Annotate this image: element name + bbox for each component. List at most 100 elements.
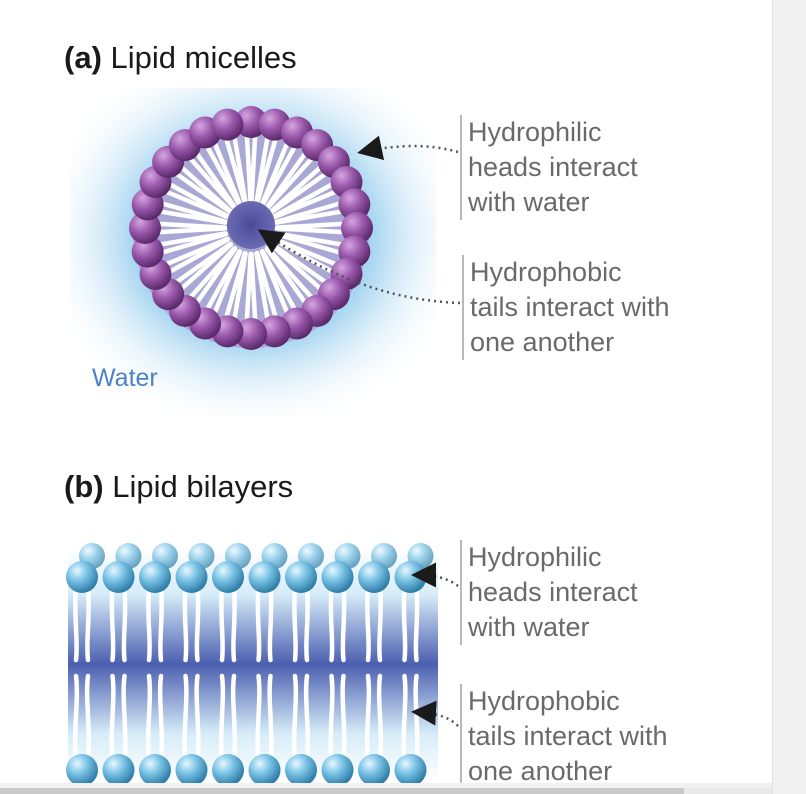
- bilayer-tail-upper: [267, 582, 274, 663]
- bilayer-head-top: [139, 561, 171, 593]
- bilayer-head-top: [358, 561, 390, 593]
- micelle-tail: [265, 156, 314, 211]
- micelle-tail: [179, 165, 234, 214]
- bilayer-tail-upper: [182, 582, 189, 663]
- micelle-tail: [272, 189, 338, 220]
- bilayer-tail-upper: [377, 582, 383, 663]
- bilayer-tail-lower: [401, 673, 408, 768]
- bilayer-head-bottom: [285, 754, 317, 786]
- micelle-tail: [205, 249, 242, 312]
- bilayer-heads-bottom: [66, 754, 427, 786]
- panel-b-title-text: Lipid bilayers: [112, 469, 294, 504]
- callout-line: one another: [470, 327, 615, 357]
- bilayer-tail-upper: [158, 582, 164, 663]
- callout-line: heads interact: [468, 152, 638, 182]
- bilayer-tail-lower: [194, 673, 201, 768]
- bilayer-tail-lower: [84, 673, 92, 768]
- bilayer-tail-upper: [219, 582, 225, 663]
- micelle-tail: [254, 251, 270, 321]
- callout-line: with water: [468, 187, 590, 217]
- bilayer-tail-upper: [413, 582, 420, 663]
- micelle-tail: [158, 231, 228, 247]
- bilayer-tail-upper: [109, 582, 116, 663]
- bilayer-tail-upper: [146, 582, 152, 663]
- callout-line: Hydrophobic: [470, 257, 622, 287]
- micelle-heads: [129, 106, 373, 350]
- bilayer-head-top: [321, 561, 354, 593]
- micelle-head: [258, 315, 291, 348]
- bilayer-tail-upper: [292, 582, 298, 663]
- bilayer-tail-lower: [328, 673, 335, 768]
- bilayer-tail-lower: [157, 673, 165, 768]
- bilayer-tail-lower: [376, 673, 384, 768]
- bilayer-tail-upper: [121, 582, 128, 663]
- bilayer-head-bottom: [102, 754, 135, 786]
- micelle-tail: [174, 241, 233, 285]
- callout-heads-a: Hydrophilic heads interact with water: [460, 115, 638, 220]
- bilayer-head-top: [175, 561, 208, 593]
- micelle-tail: [264, 246, 308, 305]
- callout-line: tails interact with: [468, 721, 668, 751]
- water-label: Water: [92, 364, 158, 392]
- panel-b-title: (b) Lipid bilayers: [64, 469, 293, 505]
- bilayer-head-bottom: [321, 754, 354, 786]
- micelle-tails: [156, 133, 346, 323]
- bilayer-tail-upper: [73, 582, 79, 663]
- micelle-tail: [164, 236, 230, 267]
- horizontal-scrollbar-thumb[interactable]: [0, 788, 684, 794]
- panel-a-title-text: Lipid micelles: [110, 40, 297, 75]
- bilayer-tail-upper: [328, 582, 335, 663]
- micelle-head: [235, 106, 267, 138]
- micelle-tail: [244, 251, 253, 323]
- micelle-tail: [188, 245, 237, 300]
- micelle-tail: [274, 209, 344, 225]
- micelle-tail: [224, 251, 248, 319]
- bilayer-tail-upper: [255, 582, 262, 663]
- micelle-tail: [259, 249, 290, 315]
- micelle-tail: [254, 137, 278, 205]
- callout-line: Hydrophilic: [468, 117, 602, 147]
- micelle-tail: [269, 171, 328, 215]
- bilayer-head-bottom: [139, 754, 171, 786]
- callout-line: Hydrophilic: [468, 542, 602, 572]
- bilayer-head-top: [394, 561, 427, 593]
- micelle-tail: [249, 133, 258, 205]
- micelle-tail: [232, 135, 248, 205]
- bilayer-head-bottom: [212, 754, 244, 786]
- micelle-head: [131, 235, 164, 268]
- bilayer-tail-lower: [182, 673, 189, 768]
- bilayer-tail-lower: [267, 673, 274, 768]
- micelle-tail: [156, 221, 228, 230]
- bilayer-tail-lower: [230, 673, 238, 768]
- callout-line: Hydrophobic: [468, 686, 620, 716]
- micelle-tail: [194, 151, 238, 210]
- panel-a-tag: (a): [64, 40, 102, 75]
- bilayer-tail-lower: [255, 673, 262, 768]
- callout-line: tails interact with: [470, 292, 670, 322]
- bilayer-tail-lower: [364, 673, 372, 768]
- bilayer-tail-lower: [340, 673, 347, 768]
- bilayer-head-top: [248, 561, 281, 593]
- micelle-head: [341, 212, 373, 244]
- bilayer-tail-lower: [413, 673, 420, 768]
- bilayer-tail-lower: [145, 673, 153, 768]
- panel-a-title: (a) Lipid micelles: [64, 40, 297, 76]
- micelle: [129, 106, 373, 350]
- callout-tails-b: Hydrophobic tails interact with one anot…: [460, 684, 668, 789]
- bilayer-tail-upper: [340, 582, 347, 663]
- micelle-tail: [274, 231, 342, 255]
- micelle-tail: [274, 226, 346, 235]
- bilayer-head-top: [66, 561, 98, 593]
- arrow-tails-a: [257, 229, 461, 305]
- bilayer-tail-lower: [303, 673, 311, 768]
- bilayer-head-top: [212, 561, 244, 593]
- bilayer-head-bottom: [394, 754, 427, 786]
- bilayer-head-top: [285, 561, 317, 593]
- micelle-head: [211, 108, 244, 141]
- right-scroll-panel: [772, 0, 806, 794]
- micelle-tail: [212, 141, 243, 207]
- micelle-head: [235, 318, 267, 350]
- bilayer: [66, 543, 438, 786]
- bilayer-tail-upper: [194, 582, 201, 663]
- bilayer-head-bottom: [66, 754, 98, 786]
